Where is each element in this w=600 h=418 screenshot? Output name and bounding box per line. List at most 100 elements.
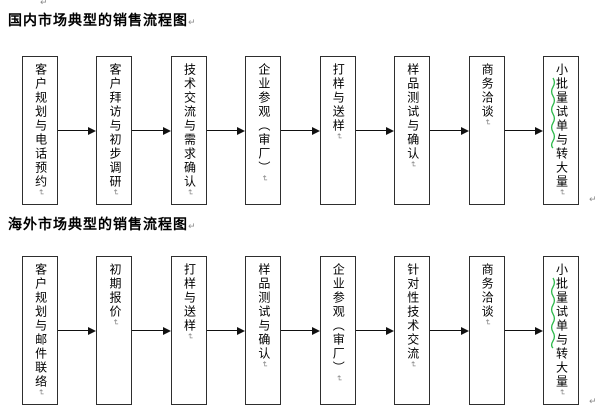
line-end-paragraph-mark: ↵	[589, 195, 597, 205]
arrowhead-right-icon	[162, 126, 171, 135]
section-title-overseas: 海外市场典型的销售流程图↵	[8, 217, 196, 235]
flow-step-label: 商务洽谈	[480, 263, 495, 319]
empty-paragraph-mark: ↵	[40, 0, 48, 8]
flow-step-box[interactable]: 企业参观（审厂）↵	[245, 56, 282, 205]
flow-step-box[interactable]: 小批量试单与转大量↵	[542, 56, 579, 205]
arrow-line	[132, 130, 163, 131]
line-break-mark: ↵	[36, 389, 46, 396]
paragraph-mark: ↵	[188, 222, 196, 232]
arrowhead-right-icon	[88, 326, 97, 335]
flow-step-label: 商务洽谈	[480, 63, 495, 119]
arrow-line	[430, 330, 461, 331]
flow-step-box[interactable]: 初期报价↵	[96, 256, 133, 405]
flow-arrow	[206, 56, 246, 205]
line-break-mark: ↵	[483, 119, 493, 126]
flow-step-box[interactable]: 小批量试单与转大量↵	[542, 256, 579, 405]
flowchart-overseas: 客户规划与邮件联络↵ 初期报价↵ 打样与送样↵ 样品测试与确认↵ 企业参观（审厂…	[22, 256, 579, 405]
line-break-mark: ↵	[334, 133, 344, 140]
flow-arrow	[58, 56, 97, 205]
arrow-line	[132, 330, 163, 331]
flow-step-label: 客户拜访与初步调研	[108, 63, 123, 189]
arrowhead-right-icon	[311, 326, 320, 335]
flow-step-box[interactable]: 打样与送样↵	[319, 56, 356, 205]
flow-step-label: 企业参观（审厂）	[256, 63, 271, 175]
section-title-domestic: 国内市场典型的销售流程图↵	[8, 13, 196, 31]
arrowhead-right-icon	[311, 126, 320, 135]
arrowhead-right-icon	[534, 326, 543, 335]
arrowhead-right-icon	[534, 126, 543, 135]
arrow-line	[281, 130, 312, 131]
flow-arrow	[504, 256, 543, 405]
line-break-mark: ↵	[111, 319, 121, 326]
arrowhead-right-icon	[386, 126, 395, 135]
flow-arrow	[281, 256, 320, 405]
flow-arrow	[355, 256, 395, 405]
flow-step-label: 小批量试单与转大量	[554, 263, 569, 389]
flow-step-box[interactable]: 技术交流与需求确认↵	[170, 56, 207, 205]
line-break-mark: ↵	[185, 333, 195, 340]
line-end-paragraph-mark: ↵	[589, 397, 597, 407]
flow-step-label: 打样与送样	[182, 263, 197, 333]
line-break-mark: ↵	[334, 375, 344, 382]
line-break-mark: ↵	[557, 189, 567, 196]
arrowhead-right-icon	[460, 126, 469, 135]
arrowhead-right-icon	[88, 126, 97, 135]
line-break-mark: ↵	[111, 189, 121, 196]
flow-step-label: 针对性技术交流	[405, 263, 420, 361]
line-break-mark: ↵	[408, 361, 418, 368]
flow-arrow	[206, 256, 246, 405]
flow-step-label: 样品测试与确认	[256, 263, 271, 361]
flow-step-box[interactable]: 针对性技术交流↵	[394, 256, 431, 405]
flow-step-box[interactable]: 样品测试与确认↵	[394, 56, 431, 205]
line-break-mark: ↵	[36, 189, 46, 196]
flow-step-label: 技术交流与需求确认	[182, 63, 197, 189]
arrowhead-right-icon	[386, 326, 395, 335]
arrow-line	[58, 330, 89, 331]
line-break-mark: ↵	[557, 389, 567, 396]
arrow-line	[504, 130, 535, 131]
flow-step-box[interactable]: 客户规划与邮件联络↵	[22, 256, 58, 405]
flowchart-domestic: 客户规划与电话预约↵ 客户拜访与初步调研↵ 技术交流与需求确认↵ 企业参观（审厂…	[22, 56, 579, 205]
arrow-line	[58, 130, 89, 131]
flow-arrow	[430, 256, 469, 405]
arrow-line	[281, 330, 312, 331]
section-title-text: 海外市场典型的销售流程图	[8, 217, 188, 233]
flow-step-label: 样品测试与确认	[405, 63, 420, 161]
flow-step-box[interactable]: 商务洽谈↵	[468, 56, 505, 205]
line-break-mark: ↵	[483, 319, 493, 326]
flow-arrow	[132, 256, 171, 405]
flow-arrow	[281, 56, 320, 205]
arrowhead-right-icon	[237, 126, 246, 135]
flow-arrow	[355, 56, 395, 205]
flow-arrow	[132, 56, 171, 205]
flow-arrow	[430, 56, 469, 205]
arrow-line	[430, 130, 461, 131]
flow-step-label: 打样与送样	[331, 63, 346, 133]
flow-step-label: 小批量试单与转大量	[554, 63, 569, 189]
arrowhead-right-icon	[460, 326, 469, 335]
line-break-mark: ↵	[408, 161, 418, 168]
arrow-line	[504, 330, 535, 331]
flow-step-label: 客户规划与邮件联络	[33, 263, 48, 389]
flow-step-label: 初期报价	[108, 263, 123, 319]
paragraph-mark: ↵	[188, 18, 196, 28]
arrow-line	[355, 130, 387, 131]
flow-step-label: 企业参观（审厂）	[331, 263, 346, 375]
arrowhead-right-icon	[237, 326, 246, 335]
flow-arrow	[504, 56, 543, 205]
arrow-line	[355, 330, 387, 331]
flow-step-label: 客户规划与电话预约	[33, 63, 48, 189]
flow-step-box[interactable]: 客户拜访与初步调研↵	[96, 56, 133, 205]
flow-step-box[interactable]: 样品测试与确认↵	[245, 256, 282, 405]
flow-step-box[interactable]: 客户规划与电话预约↵	[22, 56, 58, 205]
flow-step-box[interactable]: 打样与送样↵	[170, 256, 207, 405]
flow-step-box[interactable]: 企业参观（审厂）↵	[319, 256, 356, 405]
arrowhead-right-icon	[162, 326, 171, 335]
flow-arrow	[58, 256, 97, 405]
flow-step-box[interactable]: 商务洽谈↵	[468, 256, 505, 405]
line-break-mark: ↵	[259, 361, 269, 368]
arrow-line	[206, 330, 238, 331]
arrow-line	[206, 130, 238, 131]
line-break-mark: ↵	[185, 189, 195, 196]
